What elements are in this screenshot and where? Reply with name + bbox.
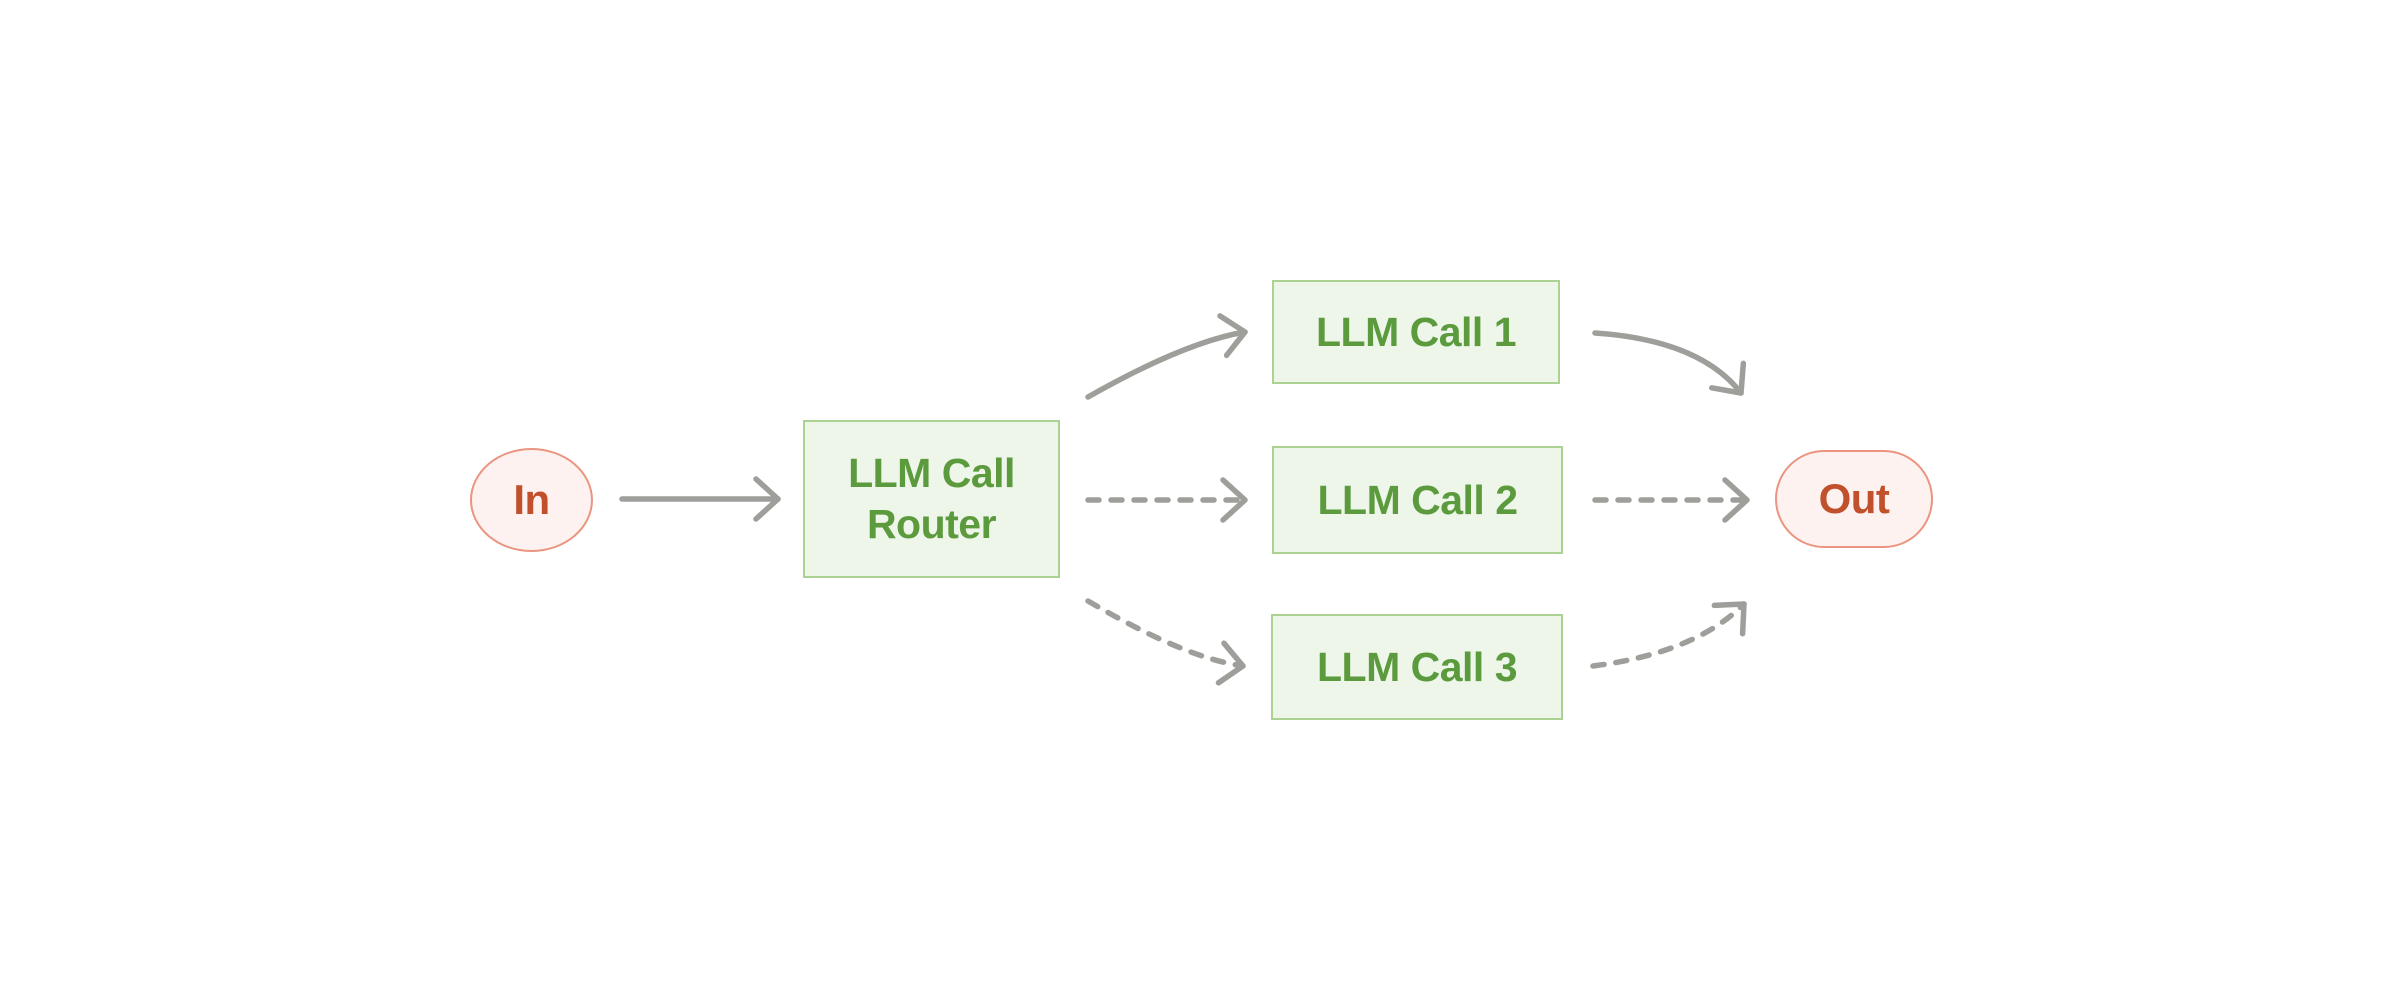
edge-router-to-call3 [1085,598,1246,686]
node-in-label: In [513,476,550,523]
node-llm-call-2: LLM Call 2 [1272,446,1563,554]
node-llm-call-3: LLM Call 3 [1271,614,1563,720]
node-in: In [470,448,593,552]
node-llm-call-router-label: LLM Call Router [848,450,1015,547]
edge-call3-to-out [1590,601,1747,669]
node-llm-call-1-label: LLM Call 1 [1315,308,1517,355]
node-out-label: Out [1818,475,1890,522]
node-llm-call-router: LLM Call Router [803,420,1060,578]
node-out: Out [1775,450,1933,548]
edge-call1-to-out [1592,330,1747,396]
node-llm-call-1: LLM Call 1 [1272,280,1560,384]
edge-router-to-call1 [1085,313,1248,400]
node-llm-call-3-label: LLM Call 3 [1316,643,1518,690]
node-llm-call-2-label: LLM Call 2 [1317,476,1518,523]
